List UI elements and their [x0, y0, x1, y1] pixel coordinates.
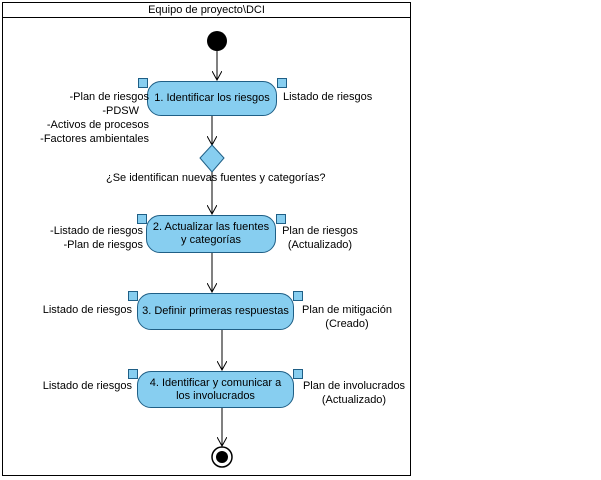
input-label-a1: -Plan de riesgos -PDSW -Activos de proce…: [40, 90, 149, 146]
final-node-inner: [216, 451, 228, 463]
input-a1-line: -Activos de procesos: [46, 119, 149, 131]
input-a2-line: -Plan de riesgos: [63, 239, 144, 251]
input-label-a3: Listado de riesgos: [42, 304, 132, 316]
decision-label: ¿Se identifican nuevas fuentes y categor…: [106, 172, 326, 184]
input-a2-line: -Listado de riesgos: [50, 225, 143, 237]
output-a3-line: Plan de mitigación: [302, 304, 392, 316]
output-a2-line: Plan de riesgos: [282, 225, 358, 237]
output-pin-a3: [293, 291, 303, 301]
input-pin-a2: [137, 214, 147, 224]
action-definir-respuestas[interactable]: 3. Definir primeras respuestas: [137, 293, 294, 330]
swimlane-title: Equipo de proyecto\DCI: [3, 3, 410, 18]
input-label-a4: Listado de riesgos: [42, 380, 132, 392]
action-identificar-riesgos[interactable]: 1. Identificar los riesgos: [147, 81, 277, 116]
input-pin-a3: [128, 291, 138, 301]
output-label-a4: Plan de involucrados (Actualizado): [300, 379, 408, 407]
output-a2-line: (Actualizado): [287, 239, 353, 251]
input-a1-line: -Plan de riesgos: [69, 91, 150, 103]
output-a3-line: (Creado): [325, 318, 369, 330]
input-label-a2: -Listado de riesgos -Plan de riesgos: [50, 224, 143, 252]
swimlane-frame: Equipo de proyecto\DCI: [2, 2, 411, 476]
output-a4-line: (Actualizado): [321, 394, 387, 406]
output-label-a2: Plan de riesgos (Actualizado): [282, 224, 358, 252]
output-pin-a4: [293, 369, 303, 379]
output-label-a1: Listado de riesgos: [283, 91, 373, 103]
action-comunicar-involucrados[interactable]: 4. Identificar y comunicar a los involuc…: [137, 371, 294, 408]
input-pin-a4: [128, 369, 138, 379]
output-pin-a2: [276, 214, 286, 224]
input-a1-line: -PDSW: [102, 105, 139, 117]
input-a1-line: -Factores ambientales: [40, 133, 149, 145]
action-actualizar-fuentes[interactable]: 2. Actualizar las fuentes y categorías: [146, 215, 276, 253]
output-a4-line: Plan de involucrados: [302, 380, 406, 392]
initial-node: [207, 31, 227, 51]
input-pin-a1: [138, 78, 148, 88]
output-label-a3: Plan de mitigación (Creado): [299, 303, 395, 331]
output-pin-a1: [277, 78, 287, 88]
decision-node: [199, 144, 225, 173]
